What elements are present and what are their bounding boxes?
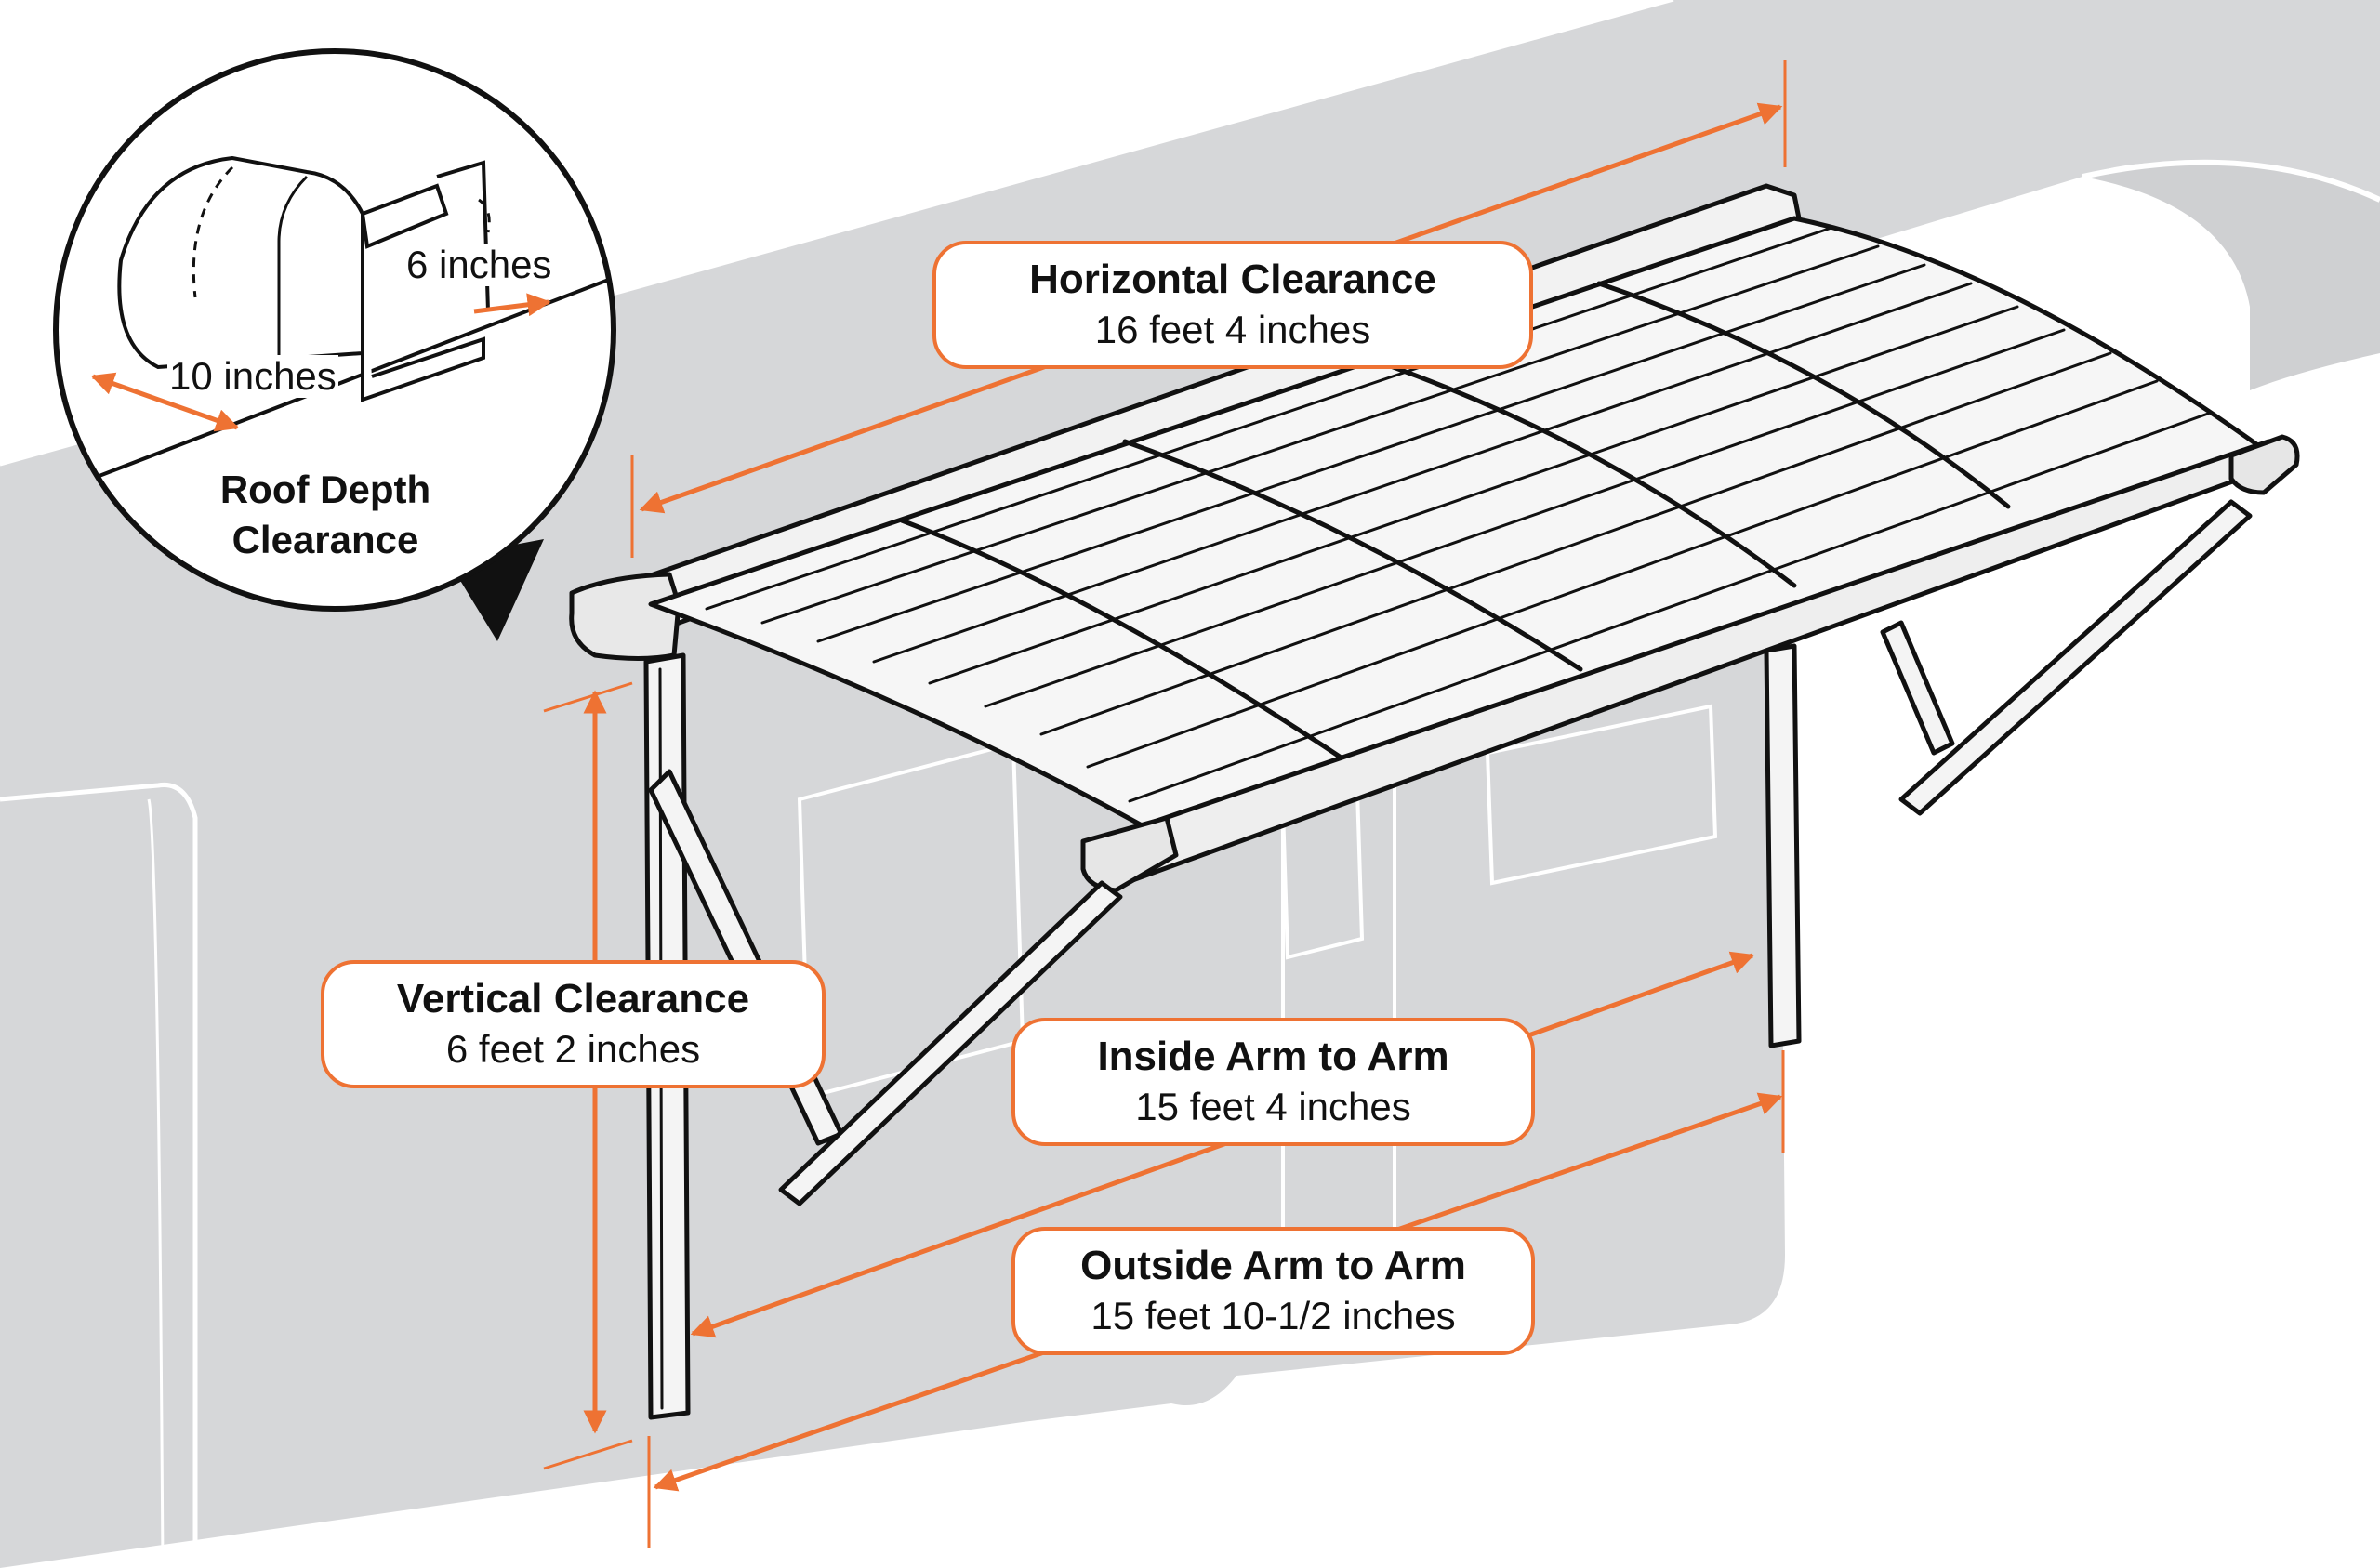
- inset-title: Roof Depth Clearance: [186, 465, 465, 565]
- outside-arm-value: 15 feet 10-1/2 inches: [1091, 1294, 1456, 1337]
- inset-title-line1: Roof Depth: [219, 468, 431, 511]
- inside-arm-title: Inside Arm to Arm: [1097, 1034, 1449, 1079]
- vertical-clearance-label: Vertical Clearance 6 feet 2 inches: [321, 960, 826, 1088]
- inset-height-label: 6 inches: [404, 243, 554, 286]
- inside-arm-value: 15 feet 4 inches: [1135, 1085, 1411, 1128]
- inset-title-line2: Clearance: [231, 518, 419, 561]
- outside-arm-label: Outside Arm to Arm 15 feet 10-1/2 inches: [1012, 1227, 1535, 1355]
- vertical-extension-bottom: [543, 1439, 633, 1470]
- vertical-clearance-title: Vertical Clearance: [396, 976, 750, 1021]
- inset-depth-label: 10 inches: [167, 354, 338, 398]
- vertical-extension-top: [543, 681, 633, 713]
- horizontal-clearance-title: Horizontal Clearance: [1029, 257, 1436, 302]
- horizontal-clearance-label: Horizontal Clearance 16 feet 4 inches: [932, 241, 1533, 369]
- outside-arm-title: Outside Arm to Arm: [1080, 1243, 1466, 1288]
- inside-arm-label: Inside Arm to Arm 15 feet 4 inches: [1012, 1018, 1535, 1146]
- horizontal-clearance-value: 16 feet 4 inches: [1094, 308, 1371, 351]
- height-dimension-arrow: [473, 293, 551, 317]
- vertical-clearance-value: 6 feet 2 inches: [445, 1027, 701, 1071]
- depth-dimension-arrow: [90, 372, 240, 432]
